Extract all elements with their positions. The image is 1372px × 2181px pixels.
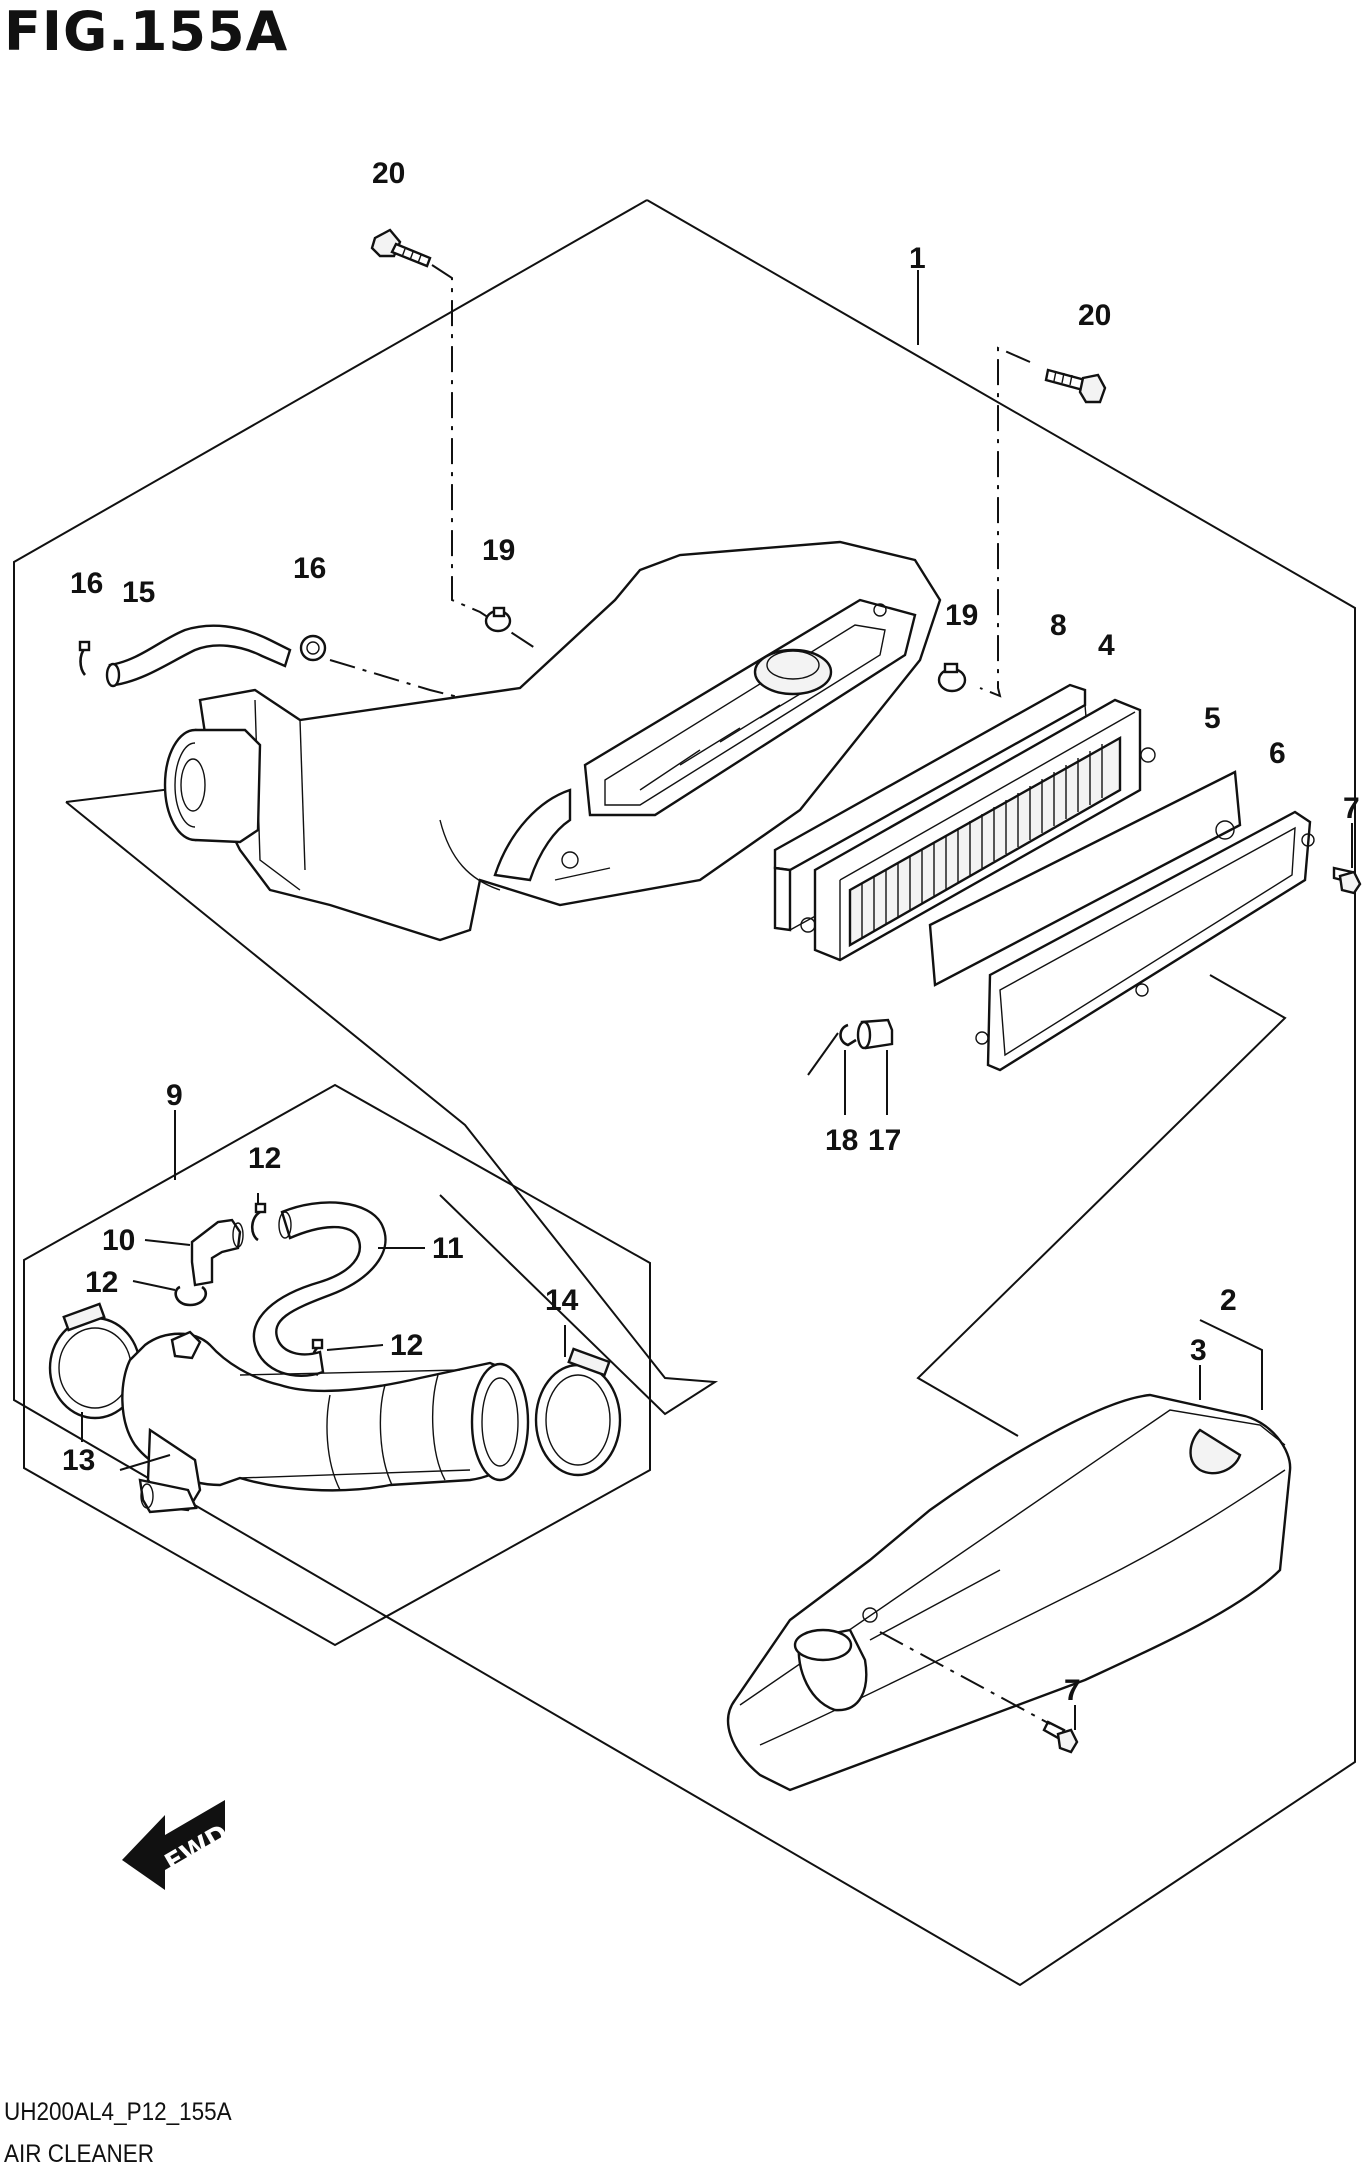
callout-16-left: 16 — [70, 567, 103, 600]
screw-7-lower-axis — [879, 1631, 1051, 1725]
callout-20-right: 20 — [1078, 299, 1111, 332]
callout-1: 1 — [909, 242, 926, 275]
sub-leader-a — [119, 1454, 171, 1471]
callout-15: 15 — [122, 576, 155, 609]
callout-6: 6 — [1269, 737, 1286, 770]
screw-7-upper — [1332, 866, 1362, 895]
screw-7-lower — [1042, 1720, 1079, 1754]
clamp-16-right — [299, 634, 327, 662]
clamp-14 — [534, 1347, 622, 1477]
callout-13: 13 — [62, 1444, 95, 1477]
assembly-outline — [13, 199, 1356, 1987]
callout-11: 11 — [432, 1232, 464, 1265]
leader-cover-b — [807, 1032, 839, 1076]
callout-7-lower: 7 — [1064, 1674, 1081, 1707]
drawing-name: AIR CLEANER — [4, 2140, 155, 2168]
grommet-19-left — [484, 606, 512, 633]
intake-duct — [121, 1330, 530, 1514]
callout-12-left: 12 — [85, 1266, 118, 1299]
screw-20-left — [370, 228, 432, 268]
drawing-code: UH200AL4_P12_155A — [4, 2098, 232, 2126]
callout-19-left: 19 — [482, 534, 515, 567]
grommet-19-right — [937, 662, 967, 693]
clamp-12-top — [250, 1202, 267, 1242]
figure-title: FIG.155A — [4, 0, 289, 63]
callout-7-upper: 7 — [1343, 792, 1360, 825]
screw-20-left-axis — [431, 264, 536, 649]
callout-20-left: 20 — [372, 157, 405, 190]
retainer-plate-6 — [975, 810, 1315, 1072]
leader-frame-mid — [65, 801, 719, 1416]
case-outlet-pipe — [163, 728, 262, 844]
callout-5: 5 — [1204, 702, 1221, 735]
callout-16-right: 16 — [293, 552, 326, 585]
drain-cap-17 — [856, 1018, 894, 1050]
callout-18: 18 — [825, 1124, 858, 1157]
air-cleaner-case — [198, 540, 942, 942]
callout-19-right: 19 — [945, 599, 978, 632]
screw-20-right-axis — [979, 346, 1031, 698]
callout-12-top: 12 — [248, 1142, 281, 1175]
breather-hose-15 — [105, 624, 292, 688]
callout-12-right: 12 — [390, 1329, 423, 1362]
clamp-12-left — [174, 1285, 207, 1307]
hose-11 — [252, 1201, 387, 1377]
intake-subassembly-outline — [23, 1083, 651, 1647]
callout-8: 8 — [1050, 609, 1067, 642]
leader-2 — [1199, 1319, 1263, 1410]
sub-leader-12c — [326, 1344, 384, 1351]
clamp-13 — [48, 1302, 142, 1420]
hose-axis — [329, 659, 471, 701]
forward-direction-arrow: FWD — [122, 1800, 234, 1890]
callout-17: 17 — [868, 1124, 901, 1157]
callout-2: 2 — [1220, 1284, 1237, 1317]
callout-3: 3 — [1190, 1334, 1207, 1367]
clamp-16-left — [78, 640, 91, 676]
clip-18 — [839, 1023, 857, 1047]
air-cleaner-cap — [726, 1393, 1292, 1792]
screw-20-right — [1044, 368, 1107, 404]
sub-leader-10 — [144, 1239, 191, 1246]
callout-10: 10 — [102, 1224, 135, 1257]
leader-cover-a — [916, 974, 1287, 1437]
callout-4: 4 — [1098, 629, 1115, 662]
sponge-filter-5 — [928, 770, 1242, 987]
callout-9: 9 — [166, 1079, 183, 1112]
elbow-10 — [190, 1218, 244, 1287]
sub-leader-12b — [132, 1280, 176, 1291]
filter-element-4 — [800, 698, 1156, 962]
callout-14: 14 — [545, 1284, 579, 1317]
